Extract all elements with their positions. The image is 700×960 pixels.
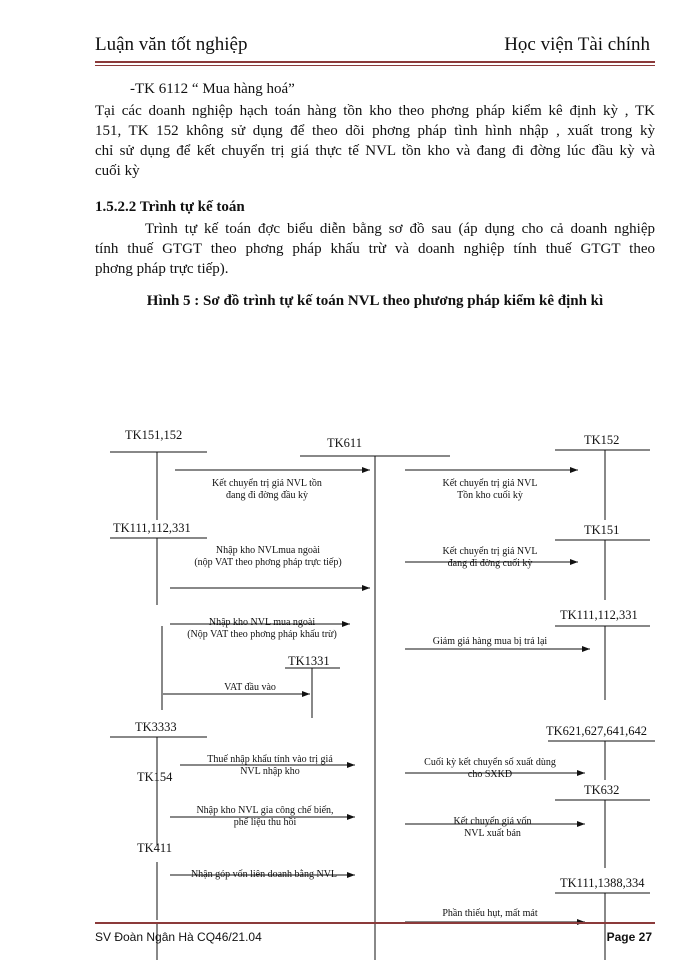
note-gop-von: Nhận góp vốn liên doanh bằng NVL — [190, 869, 338, 880]
section-heading: 1.5.2.2 Trình tự kế toán — [95, 199, 245, 215]
para2-line-3: phơng pháp trực tiếp). — [95, 261, 229, 277]
header-rule-thin — [95, 65, 655, 66]
text-line-tk6112: -TK 6112 “ Mua hàng hoá” — [130, 81, 295, 97]
account-tk611: TK611 — [327, 436, 362, 450]
account-tk152: TK152 — [584, 433, 620, 447]
account-tk151: TK151 — [584, 523, 620, 537]
account-tk3333: TK3333 — [135, 720, 177, 734]
para1-line-3: chỉ sử dụng để kết chuyển trị giá thực t… — [95, 143, 655, 159]
header-left: Luận văn tốt nghiệp — [95, 34, 248, 55]
note-nhap-khau-tru: Nhập kho NVL mua ngoài(Nộp VAT theo phơn… — [187, 617, 337, 640]
note-nhap-truc-tiep: Nhập kho NVLmua ngoài(nộp VAT theo phơng… — [194, 545, 342, 568]
note-gia-cong: Nhập kho NVL gia công chế biến,phế liệu … — [196, 805, 334, 828]
note-thieu-hut: Phần thiếu hụt, mất mát — [442, 908, 538, 919]
footer-author: SV Đoàn Ngân Hà CQ46/21.04 — [95, 930, 262, 944]
footer-rule — [95, 922, 655, 924]
account-tk1331: TK1331 — [288, 654, 330, 668]
para1-line-2: 151, TK 152 không sử dụng để theo dõi ph… — [95, 123, 655, 139]
para1-line-4: cuối kỳ — [95, 163, 140, 179]
account-tk111-left: TK111,112,331 — [113, 521, 191, 535]
para1-line-1: Tại các doanh nghiệp hạch toán hàng tồn … — [95, 103, 655, 119]
account-tk111-right: TK111,112,331 — [560, 608, 638, 622]
account-tk111-1388: TK111,1388,334 — [560, 876, 645, 890]
account-tk154: TK154 — [137, 770, 173, 784]
note-vat-dau-vao: VAT đầu vào — [224, 682, 276, 693]
account-tk411: TK411 — [137, 841, 172, 855]
header-rule — [95, 61, 655, 63]
account-tk621: TK621,627,641,642 — [546, 724, 648, 738]
para2-line-1: Trình tự kế toán đợc biểu diễn bằng sơ đ… — [145, 221, 655, 237]
para2-line-2: tính thuế GTGT theo phơng pháp khấu trừ … — [95, 241, 655, 257]
note-giam-gia: Giảm giá hàng mua bị trả lại — [432, 636, 548, 647]
footer-page-number: Page 27 — [606, 930, 652, 944]
figure-title: Hình 5 : Sơ đồ trình tự kế toán NVL theo… — [146, 293, 604, 309]
account-tk151-152: TK151,152 — [125, 428, 183, 442]
header-right: Học viện Tài chính — [504, 34, 650, 55]
account-tk632: TK632 — [584, 783, 620, 797]
